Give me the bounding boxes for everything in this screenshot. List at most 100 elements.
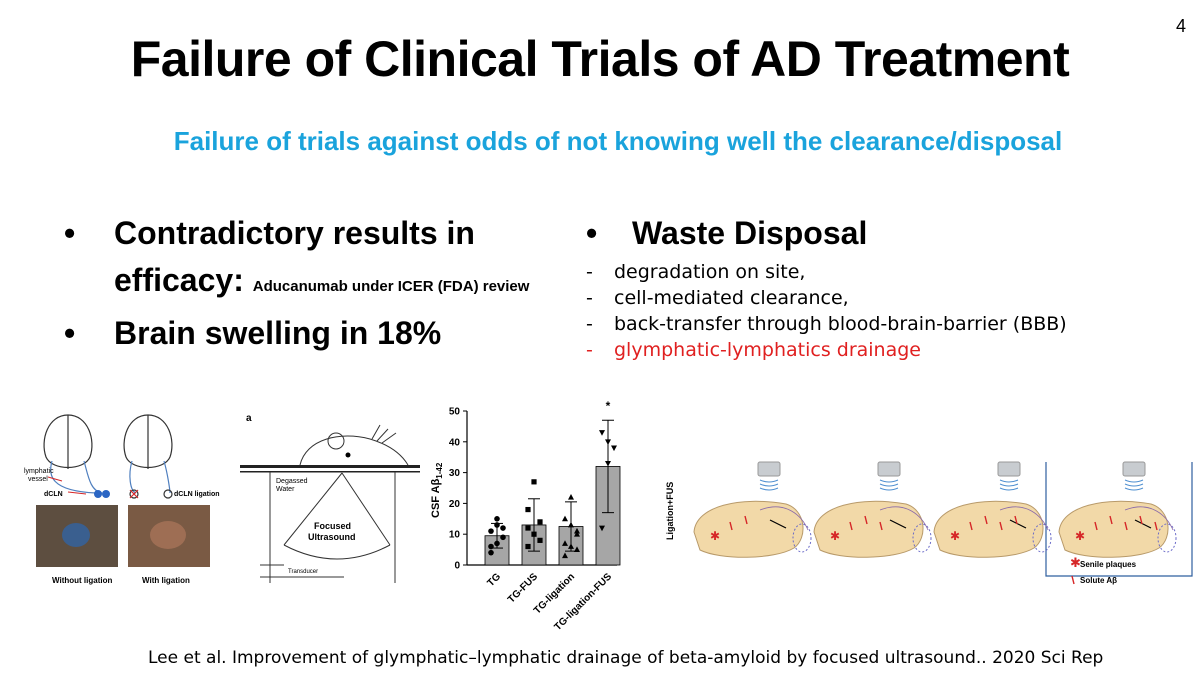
disposal-item-bbb: back-transfer through blood-brain-barrie… (582, 311, 1182, 337)
dcln-ligation-label: dCLN ligation (174, 491, 220, 498)
ligation-mark-icon (129, 489, 139, 499)
data-point (531, 531, 537, 537)
water-tank (260, 472, 396, 583)
data-point (568, 521, 574, 528)
disposal-item-cell-mediated: cell-mediated clearance, (582, 285, 1182, 311)
data-point (494, 522, 500, 528)
data-point (494, 540, 500, 547)
lymphatic-vessel (879, 506, 929, 531)
chart-ylabel: CSF Aβ1-42 (430, 462, 444, 518)
data-point (574, 531, 580, 537)
with-ligation-label: With ligation (142, 576, 190, 585)
transducer-icon (877, 461, 901, 477)
brain-diagram-left (43, 414, 103, 494)
degassed-label: Degassed (276, 478, 308, 485)
ultrasound-wave (1124, 479, 1144, 483)
brain-icon (933, 500, 1044, 558)
y-tick-label: 50 (449, 407, 461, 418)
transducer-icon (1122, 461, 1146, 477)
bullet-brain-swelling: Brain swelling in 18% (62, 310, 592, 357)
dcln-node-right (102, 490, 110, 498)
data-point (525, 506, 531, 513)
mouse-eye-icon (345, 452, 351, 458)
data-point (574, 546, 580, 552)
page-number: 4 (1175, 16, 1186, 36)
solute-abeta-mark (744, 515, 748, 525)
cerebellum-outline (792, 523, 812, 553)
ligation-figure: lymphatic vessel dCLN dCLN ligation With… (24, 414, 220, 585)
senile-plaque-icon: ✱ (1075, 529, 1085, 543)
data-point (537, 519, 543, 525)
data-point (500, 525, 506, 531)
solute-abeta-mark (1124, 521, 1128, 531)
panel-label-a: a (246, 413, 252, 424)
data-point (525, 543, 531, 550)
solute-legend-icon (1071, 575, 1075, 585)
ultrasound-wave (1124, 483, 1144, 487)
water-label: Water (276, 486, 295, 493)
cerebellum-outline (1032, 523, 1052, 553)
y-tick-label: 20 (449, 499, 461, 510)
senile-plaques-legend: Senile plaques (1080, 560, 1137, 569)
ultrasound-wave (1124, 487, 1144, 491)
brain-icon (813, 500, 924, 558)
bullet-contradictory-results: Contradictory results in efficacy: Aduca… (62, 210, 592, 310)
solute-abeta-mark (849, 521, 853, 531)
dcln-node-left (94, 490, 102, 498)
brain-icon (693, 500, 804, 558)
solute-abeta-mark (984, 515, 988, 525)
ultrasound-wave (999, 479, 1019, 483)
without-ligation-label: Without ligation (52, 576, 112, 585)
data-point (525, 525, 531, 531)
aducanumab-note: Aducanumab under ICER (FDA) review (252, 278, 530, 295)
senile-plaque-legend-icon: ✱ (1070, 555, 1081, 570)
lymphatic-label: lymphatic (24, 468, 54, 475)
mouse-drawing (299, 424, 409, 466)
ligation-arrow-icon (889, 519, 907, 529)
lymphatic-vessel (1124, 506, 1174, 531)
data-point (599, 430, 605, 436)
data-point (500, 534, 506, 541)
lymphatic-vessel (999, 506, 1049, 531)
y-tick-label: 30 (449, 468, 461, 479)
senile-plaque-icon: ✱ (830, 529, 840, 543)
disposal-item-degradation: degradation on site, (582, 259, 1182, 285)
ligation-fus-side-label: Ligation+FUS (665, 482, 675, 540)
solute-abeta-mark (1154, 521, 1158, 531)
focused-label: Focused (314, 521, 351, 531)
bullet-text-line2: efficacy: (114, 262, 244, 298)
solute-abeta-mark (879, 521, 883, 531)
x-tick-label: TG-FUS (506, 571, 540, 605)
y-tick-label: 40 (449, 437, 461, 448)
data-point (605, 439, 611, 445)
ultrasound-setup-figure: a Degassed Water Focused Ultrasound Tran… (240, 413, 420, 583)
photo-tissue (150, 521, 186, 549)
significance-marker: * (606, 399, 611, 413)
cerebellum-outline (912, 523, 932, 553)
ultrasound-wave (879, 483, 899, 487)
data-point (562, 515, 568, 522)
senile-plaque-icon: ✱ (710, 529, 720, 543)
solute-abeta-mark (729, 521, 733, 531)
data-point (574, 527, 580, 534)
solute-abeta-mark (1139, 515, 1143, 525)
senile-plaque-icon: ✱ (950, 529, 960, 543)
solute-abeta-mark (969, 521, 973, 531)
cerebellum-outline (1157, 523, 1177, 553)
transducer-icon (757, 461, 781, 477)
slide-subtitle: Failure of trials against odds of not kn… (173, 126, 1063, 156)
ultrasound-wave (759, 479, 779, 483)
data-point (488, 528, 494, 534)
ultrasound-wave (999, 483, 1019, 487)
chart-ylabel-sub: 1-42 (435, 462, 444, 479)
data-point (562, 552, 568, 559)
dcln-label: dCLN (44, 491, 63, 498)
photo-blue-node (62, 523, 90, 547)
data-point (488, 549, 494, 556)
ultrasound-label: Ultrasound (308, 532, 356, 542)
disposal-item-glymphatic: glymphatic-lymphatics drainage (582, 337, 1182, 363)
citation: Lee et al. Improvement of glymphatic–lym… (148, 648, 1104, 668)
solute-abeta-mark (999, 521, 1003, 531)
data-point (537, 537, 543, 543)
